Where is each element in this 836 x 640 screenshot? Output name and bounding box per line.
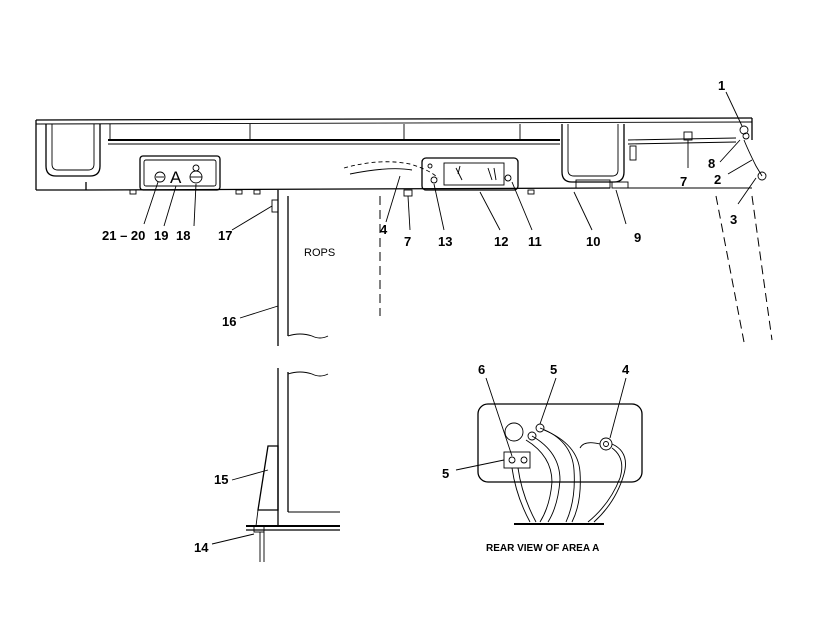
callout-14: 14	[194, 540, 209, 555]
callout-11: 11	[528, 234, 542, 249]
top-frame	[35, 117, 753, 191]
callout-8: 8	[708, 156, 715, 171]
wire-harness	[343, 161, 439, 179]
callout-21-20: 21 – 20	[102, 228, 145, 243]
callout-18: 18	[176, 228, 190, 243]
rear-view-detail	[477, 403, 643, 525]
callout-12: 12	[494, 234, 508, 249]
base-plate	[246, 511, 340, 562]
cable-end-2	[757, 171, 767, 181]
callout-1: 1	[718, 78, 725, 93]
frame-bolts	[129, 131, 693, 197]
hole-6	[504, 422, 524, 442]
callout-7: 7	[404, 234, 411, 249]
right-end-hardware	[715, 125, 773, 343]
rear-view-caption: REAR VIEW OF AREA A	[486, 543, 599, 554]
gusset-plate	[255, 445, 279, 527]
callout-15: 15	[214, 472, 228, 487]
circuit-breaker-21-20	[154, 171, 166, 183]
rops-post: ROPS	[271, 190, 381, 526]
clip-17	[271, 199, 279, 213]
terminal-5	[503, 451, 531, 469]
left-bracket	[45, 124, 101, 177]
area-a-label: A	[170, 168, 182, 187]
callout-13: 13	[438, 234, 452, 249]
callout-5-left: 5	[442, 466, 449, 481]
callout-19: 19	[154, 228, 168, 243]
leader-lines	[143, 91, 757, 545]
callout-10: 10	[586, 234, 600, 249]
panel-area-a: A	[139, 155, 221, 191]
callout-6: 6	[478, 362, 485, 377]
callout-9: 9	[634, 230, 641, 245]
bolt-8	[742, 132, 750, 140]
lamp-screw-11	[504, 174, 512, 182]
lamp-screw-13	[430, 176, 438, 184]
callout-3: 3	[730, 212, 737, 227]
terminal-4	[599, 437, 613, 451]
callout-16: 16	[222, 314, 236, 329]
bolt-7	[403, 189, 413, 197]
callout-4-detail: 4	[622, 362, 630, 377]
callout-numbers: 1 8 2 3 7 9 10 11 12 13 7 4 17 18 19 21 …	[102, 78, 737, 555]
callout-5-top: 5	[550, 362, 557, 377]
rops-label: ROPS	[304, 247, 335, 259]
callout-17: 17	[218, 228, 232, 243]
light-panel	[421, 157, 519, 191]
callout-4: 4	[380, 222, 388, 237]
right-bracket	[561, 124, 637, 189]
callout-7-right: 7	[680, 174, 687, 189]
callout-2: 2	[714, 172, 721, 187]
